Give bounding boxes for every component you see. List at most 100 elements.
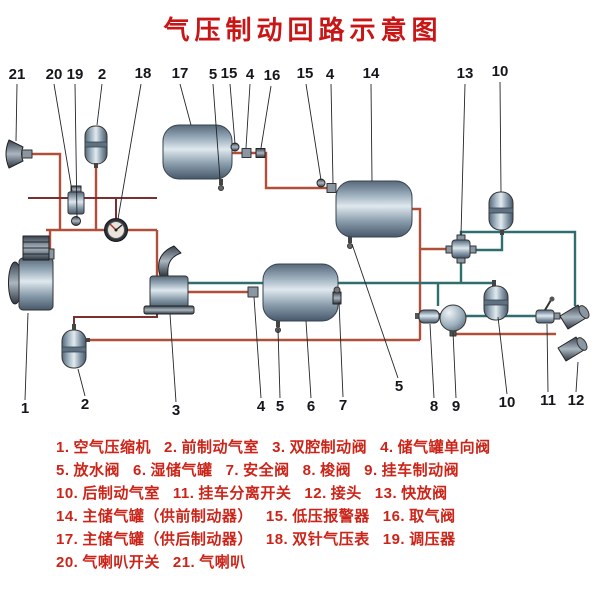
legend-item-text: 低压报警器 [292, 508, 370, 525]
drain-valve-knob [218, 185, 224, 191]
callout-number: 2 [81, 396, 89, 413]
legend-item-number: 6. [133, 462, 147, 479]
callout-number: 20 [46, 66, 63, 83]
wet-air-tank [262, 263, 339, 333]
legend-item-number: 1. [56, 439, 70, 456]
air-compressor [8, 235, 55, 311]
check-valve-fitting [241, 148, 252, 158]
legend-item: 9.挂车制动阀 [364, 462, 459, 479]
air-takeoff-valve [255, 148, 266, 158]
callout-number: 21 [9, 66, 26, 83]
callout-number: 13 [457, 65, 474, 82]
low-pressure-alarm-a [230, 142, 240, 152]
callout-number: 4 [246, 66, 255, 83]
safety-valve [332, 286, 342, 305]
legend-item-number: 15. [265, 508, 289, 525]
coupling-bell [578, 305, 590, 319]
legend-item: 5.放水阀 [56, 462, 120, 479]
compressor-body [18, 257, 54, 311]
leader-line [212, 83, 221, 180]
legend-item-text: 接头 [330, 485, 362, 502]
leader-line [575, 361, 579, 393]
legend-item: 11.挂车分离开关 [173, 485, 292, 502]
check-valve-wet-tank [247, 286, 259, 298]
legend-item-number: 17. [56, 531, 79, 548]
legend-item: 8.梭阀 [303, 462, 352, 479]
legend-item-number: 20. [56, 554, 79, 571]
chamber-clamp-band [84, 141, 108, 148]
leader-line [229, 83, 236, 145]
main-air-tank-front [335, 180, 413, 249]
chamber-stem-right [85, 338, 90, 342]
pipe-qr-to-chamber [476, 232, 504, 252]
horn-tube [21, 149, 33, 159]
valve-sphere [439, 304, 467, 332]
components [5, 124, 590, 369]
legend-item-text: 取气阀 [409, 508, 456, 525]
air-horn-switch [71, 216, 81, 226]
legend-item-text: 储气罐单向阀 [397, 439, 491, 456]
compressor-fins [23, 241, 49, 255]
legend-item-number: 5. [56, 462, 70, 479]
leader-line [53, 83, 73, 192]
chamber-stem-top [72, 324, 76, 330]
leader-line [338, 301, 344, 398]
takeoff-fitting [255, 148, 266, 158]
check-valve-a [241, 148, 252, 158]
pipe-right-trunk [459, 230, 577, 306]
dual-needle-pressure-gauge [104, 218, 128, 242]
rear-brake-chamber-top [488, 191, 514, 235]
safety-valve-body [332, 291, 342, 305]
qr-body [451, 239, 471, 259]
legend-item: 6.湿储气罐 [133, 462, 213, 479]
callout-number: 2 [98, 66, 106, 83]
chamber-stem [94, 163, 98, 168]
callout-number: 11 [540, 392, 556, 409]
legend-item: 13.快放阀 [375, 485, 448, 502]
trailer-disconnect-switch [535, 296, 561, 324]
page-title: 气压制动回路示意图 [163, 16, 443, 46]
callout-number: 3 [172, 402, 180, 419]
callout-number: 16 [264, 67, 281, 84]
legend-item: 18.双针气压表 [266, 531, 370, 548]
legend-item-number: 3. [272, 439, 286, 456]
chamber-clamp-band [61, 346, 87, 353]
legend-item-text: 主储气罐（供前制动器） [82, 508, 253, 525]
pipe-horn-feed [30, 152, 62, 230]
legend-item-text: 双针气压表 [292, 531, 370, 548]
legend-item-number: 11. [172, 485, 195, 502]
safety-valve-knob [333, 286, 341, 294]
legend-item: 10.后制动气室 [56, 485, 160, 502]
trailer-brake-valve [439, 304, 467, 337]
legend-item-number: 4. [380, 439, 394, 456]
leader-line [245, 83, 251, 149]
leader-line [74, 83, 78, 219]
callout-number: 4 [326, 66, 335, 83]
pipe-tank14-right-down [410, 207, 422, 340]
legend-item-number: 7. [225, 462, 240, 479]
legend-item-number: 14. [56, 508, 79, 525]
legend-item-text: 安全阀 [243, 462, 290, 479]
legend-item-text: 快放阀 [401, 485, 448, 502]
legend-item-text: 双腔制动阀 [289, 439, 368, 456]
legend-item-text: 主储气罐（供后制动器） [82, 531, 253, 548]
legend-item-text: 挂车分离开关 [198, 485, 292, 502]
callout-number: 9 [452, 398, 460, 415]
valve-body [149, 275, 189, 309]
callout-number: 8 [430, 398, 438, 415]
leader-line [330, 83, 334, 184]
valve-lever [158, 245, 182, 277]
legend-item-number: 9. [364, 462, 378, 479]
legend-item: 20.气喇叭开关 [56, 554, 160, 571]
chamber-stem [500, 229, 504, 235]
leader-line [305, 83, 322, 181]
front-brake-chamber-bottom [61, 324, 90, 369]
legend-item: 4.储气罐单向阀 [380, 439, 491, 456]
callout-number: 5 [209, 66, 217, 83]
legend-item-number: 8. [302, 462, 317, 479]
regulator-body [67, 191, 85, 215]
air-horn [5, 139, 33, 169]
